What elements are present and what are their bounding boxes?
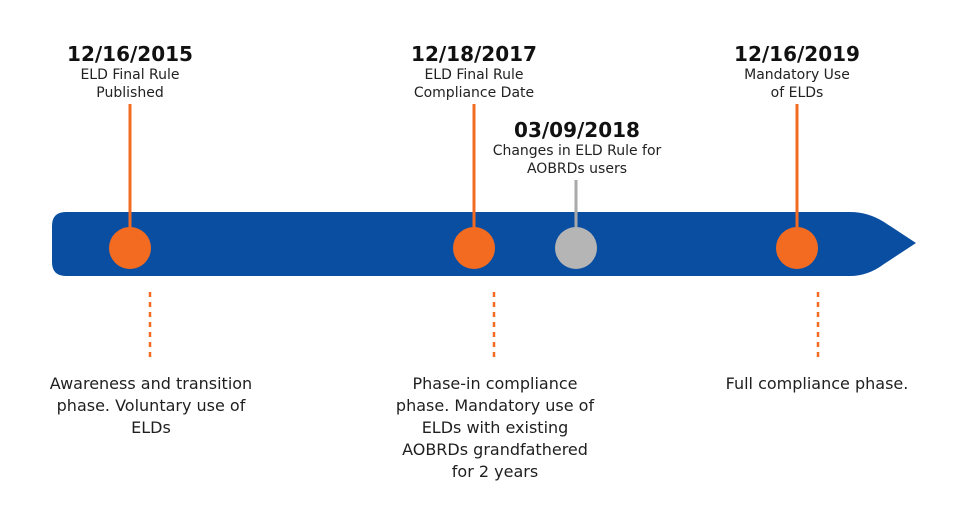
milestone-2015: 12/16/2015 ELD Final Rule Published <box>10 42 250 102</box>
milestone-dot <box>453 227 495 269</box>
milestone-2017: 12/18/2017 ELD Final Rule Compliance Dat… <box>354 42 594 102</box>
milestone-2019: 12/16/2019 Mandatory Use of ELDs <box>677 42 917 102</box>
milestone-date: 12/16/2019 <box>734 42 860 66</box>
milestone-caption: ELD Final Rule Published <box>80 67 180 101</box>
milestone-dot <box>776 227 818 269</box>
milestone-dot-minor <box>555 227 597 269</box>
phase-full-compliance: Full compliance phase. <box>725 374 909 393</box>
milestone-caption: ELD Final Rule Compliance Date <box>413 67 535 101</box>
milestone-date: 12/18/2017 <box>411 42 537 66</box>
milestone-date: 12/16/2015 <box>67 42 193 66</box>
phase-awareness: Awareness and transition phase. Voluntar… <box>49 374 253 437</box>
milestone-caption: Changes in ELD Rule for AOBRDs users <box>492 143 662 177</box>
milestone-date: 03/09/2018 <box>514 118 640 142</box>
milestone-dot <box>109 227 151 269</box>
milestone-caption: Mandatory Use of ELDs <box>744 67 850 101</box>
milestone-2018: 03/09/2018 Changes in ELD Rule for AOBRD… <box>457 118 697 178</box>
phase-phase-in: Phase-in compliance phase. Mandatory use… <box>395 374 595 481</box>
